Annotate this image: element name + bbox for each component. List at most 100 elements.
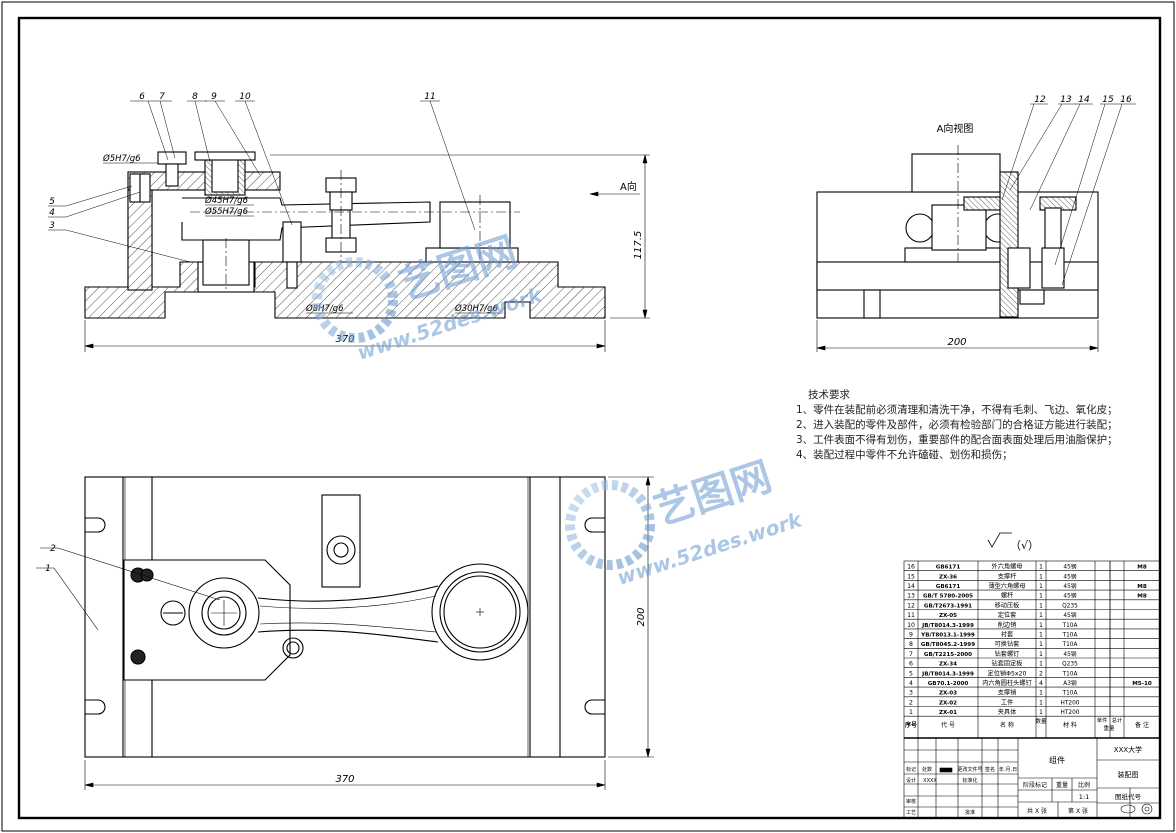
bom-qty-5: 2 bbox=[1039, 670, 1043, 677]
bom-no-6: 6 bbox=[909, 661, 913, 668]
screw-5 bbox=[129, 173, 141, 203]
screw-head bbox=[157, 151, 187, 165]
bom-header-qty: 数量 bbox=[1035, 717, 1047, 725]
bom-mat-5: T10A bbox=[1062, 671, 1078, 677]
bom-name-10: 削边销 bbox=[998, 621, 1017, 629]
balloon-12: 12 bbox=[1034, 95, 1046, 105]
diamond-pin bbox=[282, 221, 302, 263]
bom-code-5: JB/T8014.3-1999 bbox=[921, 671, 974, 677]
bom-code-14: GB6171 bbox=[936, 584, 961, 590]
side-view-title: A向视图 bbox=[937, 122, 974, 135]
bom-no-8: 8 bbox=[909, 641, 913, 648]
bom-mat-3: T10A bbox=[1062, 691, 1078, 697]
bom-header-note: 备 注 bbox=[1135, 721, 1149, 729]
slot-bottom-right bbox=[584, 699, 605, 715]
slot-top-left bbox=[85, 517, 106, 533]
tb-stage: 阶段标记 bbox=[1023, 781, 1047, 789]
tb-designer: XXXX bbox=[923, 778, 937, 784]
view-arrow-label: A向 bbox=[620, 180, 637, 193]
bom-name-7: 钻套螺钉 bbox=[995, 650, 1020, 658]
bom-mat-14: 45钢 bbox=[1063, 582, 1076, 590]
bom-name-11: 定位套 bbox=[998, 611, 1017, 619]
big-end bbox=[431, 563, 529, 661]
bom-no-11: 11 bbox=[907, 612, 915, 619]
connecting-rod-top bbox=[257, 585, 439, 643]
bom-code-11: ZX-05 bbox=[939, 613, 957, 619]
balloon-13: 13 bbox=[1060, 95, 1072, 105]
bom-header-name: 名 称 bbox=[1000, 721, 1014, 729]
balloon-7: 7 bbox=[159, 92, 165, 102]
bom-header-weight: 重量 bbox=[1103, 724, 1115, 732]
bom-mat-13: 45钢 bbox=[1063, 592, 1076, 600]
tb-scale-label: 比例 bbox=[1078, 781, 1090, 789]
bom-qty-7: 1 bbox=[1039, 651, 1043, 658]
tb-zone: 更改文件号 bbox=[957, 766, 982, 773]
tb-review: 审核 bbox=[906, 798, 916, 805]
bom-no-5: 5 bbox=[909, 670, 913, 677]
balloon-6: 6 bbox=[139, 92, 145, 102]
bom-name-5: 定位销Φ5x20 bbox=[988, 669, 1027, 677]
bom-qty-16: 1 bbox=[1039, 564, 1043, 571]
balloon-5: 5 bbox=[49, 197, 55, 207]
tb-count: 处数 bbox=[922, 766, 932, 773]
bom-header-code: 代 号 bbox=[941, 721, 955, 729]
tb-standard: 标准化 bbox=[962, 777, 977, 784]
bom-qty-4: 4 bbox=[1039, 680, 1043, 687]
tb-assembly: 组件 bbox=[1049, 755, 1065, 765]
top-height-dim: 200 bbox=[636, 607, 647, 626]
bom-mat-4: A3钢 bbox=[1063, 679, 1077, 687]
bom-qty-10: 1 bbox=[1039, 622, 1043, 629]
drill-plate-section bbox=[127, 171, 281, 191]
bom-code-9: YB/T8013.1-1999 bbox=[920, 633, 975, 639]
fit-30h7: Ø30H7/g6 bbox=[454, 303, 499, 314]
tech-item-3: 3、工件表面不得有划伤，重要部件的配合面表面处理后用油脂保护； bbox=[796, 434, 1118, 446]
balloon-2: 2 bbox=[50, 544, 56, 554]
bom-note-14: M8 bbox=[1137, 584, 1147, 590]
title-block bbox=[903, 737, 1161, 819]
tb-date: 年.月.日 bbox=[999, 766, 1017, 773]
balloon-10: 10 bbox=[239, 92, 251, 102]
tb-design: 设计 bbox=[906, 777, 916, 784]
bom-mat-1: HT200 bbox=[1061, 710, 1080, 716]
bom-no-16: 16 bbox=[907, 564, 915, 571]
tech-item-2: 2、进入装配的零件及部件，必须有检验部门的合格证方能进行装配； bbox=[796, 419, 1118, 431]
bom-mat-8: T10A bbox=[1062, 642, 1078, 648]
bom-no-2: 2 bbox=[909, 699, 913, 706]
tb-drawing: 装配图 bbox=[1118, 770, 1139, 779]
balloon-4: 4 bbox=[49, 208, 55, 218]
bom-name-16: 外六角螺母 bbox=[992, 563, 1023, 571]
bom-qty-6: 1 bbox=[1039, 661, 1043, 668]
fit-8h7: Ø8H7/g6 bbox=[305, 303, 344, 314]
tb-school: XXX大学 bbox=[1114, 745, 1142, 754]
bom-mat-6: Q235 bbox=[1062, 662, 1078, 668]
bom-qty-12: 1 bbox=[1039, 602, 1043, 609]
bom-code-15: ZX-36 bbox=[939, 574, 957, 580]
upright-section bbox=[127, 189, 153, 291]
bom-no-1: 1 bbox=[909, 709, 913, 716]
bushing-collar bbox=[194, 151, 256, 161]
bom-no-13: 13 bbox=[907, 593, 915, 600]
tb-scale: 1:1 bbox=[1079, 793, 1089, 801]
front-view bbox=[84, 151, 606, 319]
bom-code-1: ZX-01 bbox=[939, 710, 957, 716]
bom-qty-13: 1 bbox=[1039, 593, 1043, 600]
bom-code-16: GB6171 bbox=[936, 565, 961, 571]
tb-sheet: 共 X 张 bbox=[1027, 807, 1047, 815]
balloon-1: 1 bbox=[45, 564, 51, 574]
bom-mat-2: HT200 bbox=[1061, 700, 1080, 706]
bom-name-2: 工件 bbox=[1001, 698, 1013, 706]
bom-mat-9: T10A bbox=[1062, 633, 1078, 639]
bom-qty-2: 1 bbox=[1039, 699, 1043, 706]
tb-change: 标记 bbox=[906, 766, 916, 773]
balloon-11: 11 bbox=[424, 92, 435, 102]
front-leaders bbox=[48, 100, 476, 263]
bom-code-2: ZX-02 bbox=[939, 700, 957, 706]
tb-process: 工艺 bbox=[906, 810, 916, 816]
bom-mat-10: T10A bbox=[1062, 623, 1078, 629]
bom-mat-16: 45钢 bbox=[1063, 563, 1076, 571]
screw-4 bbox=[139, 173, 151, 203]
bom-qty-9: 1 bbox=[1039, 632, 1043, 639]
